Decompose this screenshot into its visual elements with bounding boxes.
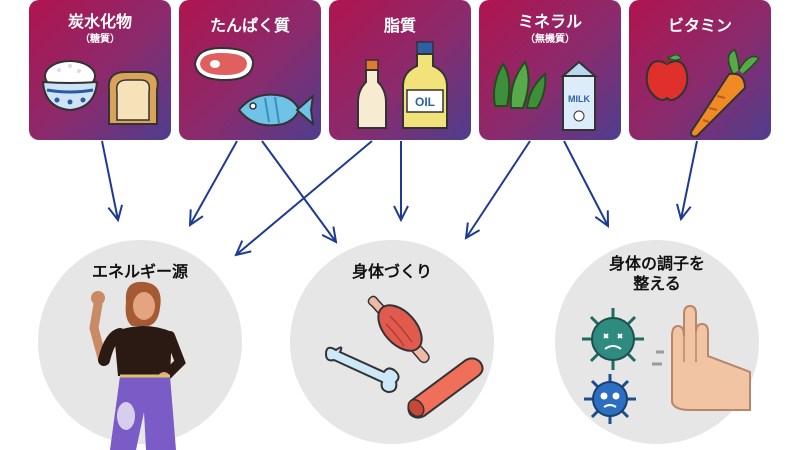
seaweed-icon: [493, 60, 547, 109]
nutrient-card-vitamin: ビタミン: [629, 0, 771, 140]
arrow-protein-to-body: [261, 140, 336, 242]
germ-icon: [584, 374, 636, 424]
arrow-mineral-to-body: [466, 140, 531, 238]
stop-hand-icon: [652, 304, 751, 411]
bone-icon: [324, 346, 400, 394]
fish-icon: [237, 93, 315, 127]
milk-bottle-icon: [357, 59, 387, 129]
rice-bowl-icon: [41, 60, 99, 112]
oil-label: OIL: [415, 95, 435, 109]
oil-bottle-icon: OIL: [402, 41, 448, 129]
card-title: たんぱく質: [209, 16, 290, 35]
milk-label: MILK: [568, 94, 590, 104]
role-title: 身体づくり: [351, 262, 432, 281]
nutrient-card-carbohydrate: 炭水化物 （糖質）: [29, 0, 171, 140]
muscle-icon: [367, 295, 430, 364]
arrow-carb-to-energy: [101, 140, 118, 220]
arrow-vitamin-to-regulate: [681, 140, 698, 219]
nutrient-card-mineral: ミネラル （無機質） MILK: [479, 0, 621, 140]
card-title: ミネラル: [517, 12, 582, 31]
apple-icon: [645, 54, 689, 101]
nutrient-card-fat: 脂質 OIL: [329, 0, 471, 140]
bread-icon: [107, 71, 159, 125]
arrow-mineral-to-regulate: [563, 140, 608, 226]
card-subtitle: （無機質）: [525, 34, 575, 45]
arrow-fat-to-energy: [236, 140, 373, 255]
arrow-protein-to-energy: [190, 140, 238, 225]
card-subtitle: （糖質）: [80, 34, 120, 45]
woman-flexing-icon: [89, 281, 186, 450]
milk-carton-icon: MILK: [560, 60, 598, 131]
blood-vessel-icon: [407, 357, 484, 419]
virus-icon: [582, 308, 644, 370]
card-title: 脂質: [383, 16, 416, 35]
role-title-line2: 整える: [633, 274, 681, 293]
carrot-icon: [689, 49, 761, 138]
role-title: エネルギー源: [91, 262, 188, 281]
role-title: 身体の調子を: [608, 254, 705, 273]
nutrient-card-protein: たんぱく質: [179, 0, 321, 140]
card-title: ビタミン: [667, 16, 732, 35]
meat-icon: [193, 46, 255, 82]
card-title: 炭水化物: [67, 12, 132, 31]
